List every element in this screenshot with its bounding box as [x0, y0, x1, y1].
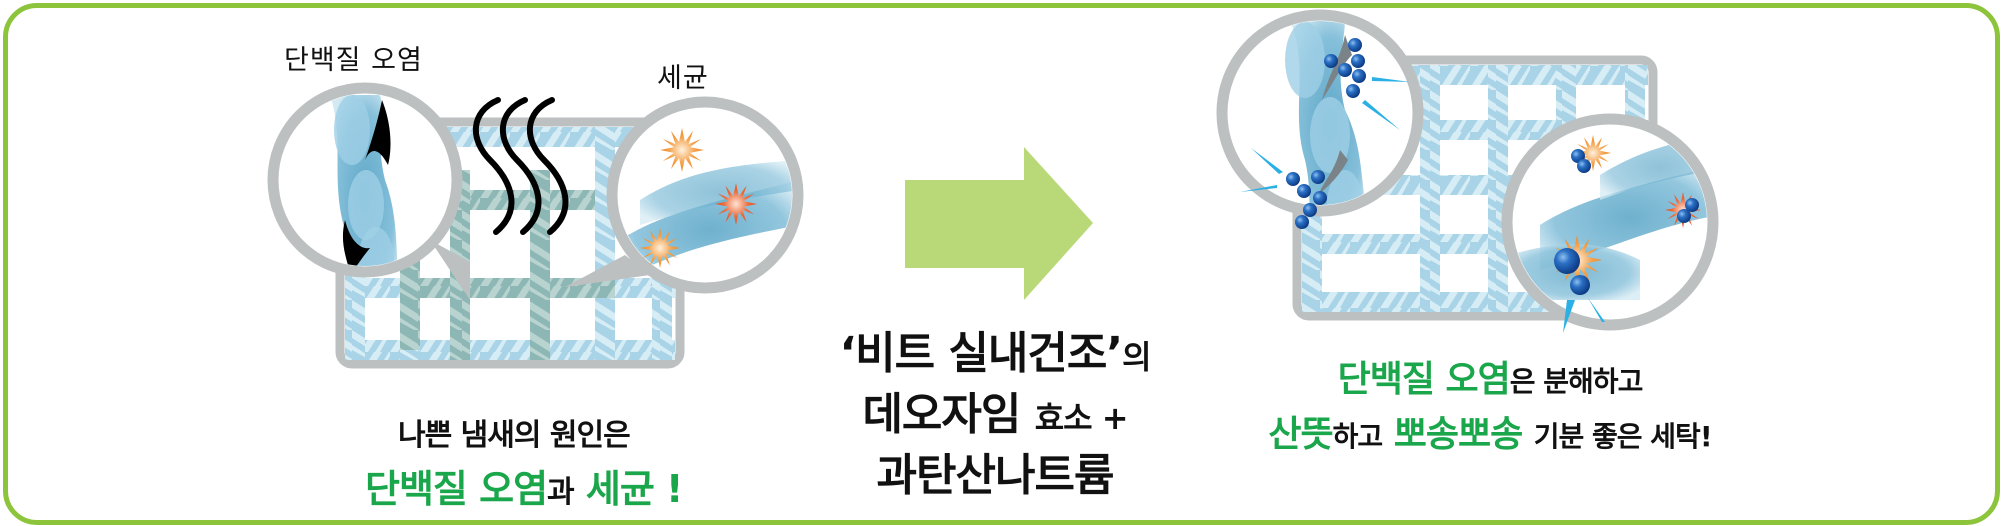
highlight-protein-stain: 단백질 오염	[365, 467, 548, 511]
magnifier-stain-icon	[267, 82, 470, 300]
label-bacteria: 세균	[657, 63, 709, 94]
connector-text: 과	[547, 475, 575, 510]
magnifier-enzyme-bacteria-icon	[1501, 113, 1719, 333]
label-protein-stain: 단백질 오염	[284, 45, 423, 76]
odor-waves-icon	[473, 97, 569, 235]
before-caption-line2: 단백질 오염과 세균 !	[365, 458, 683, 513]
product-line2: 데오자임 효소 +	[862, 389, 1128, 440]
enzyme-balls-upper	[1324, 38, 1366, 98]
product-line1: ‘비트 실내건조’의	[839, 328, 1151, 379]
highlight-bacteria: 세균 !	[585, 467, 683, 511]
after-caption-line2: 산뜻하고 뽀송뽀송 기분 좋은 세탁!	[1268, 414, 1712, 455]
enzyme-balls-lower	[1286, 170, 1327, 229]
magnifier-bacteria-icon	[565, 96, 804, 294]
highlight-protein-stain-after: 단백질 오염	[1337, 359, 1511, 400]
outer-frame	[3, 3, 2000, 525]
product-line3: 과탄산나트륨	[876, 450, 1115, 501]
highlight-fluffy: 뽀송뽀송	[1393, 414, 1523, 455]
after-caption-line1: 단백질 오염은 분해하고	[1337, 359, 1644, 400]
highlight-fresh: 산뜻	[1268, 414, 1333, 455]
product-description: ‘비트 실내건조’의 데오자임 효소 + 과탄산나트륨	[810, 325, 1180, 505]
magnifier-enzyme-stain-icon	[1216, 9, 1424, 229]
before-caption-line1: 나쁜 냄새의 원인은	[398, 418, 631, 453]
motion-lines	[1240, 77, 1410, 192]
right-arrow-icon	[905, 147, 1093, 300]
